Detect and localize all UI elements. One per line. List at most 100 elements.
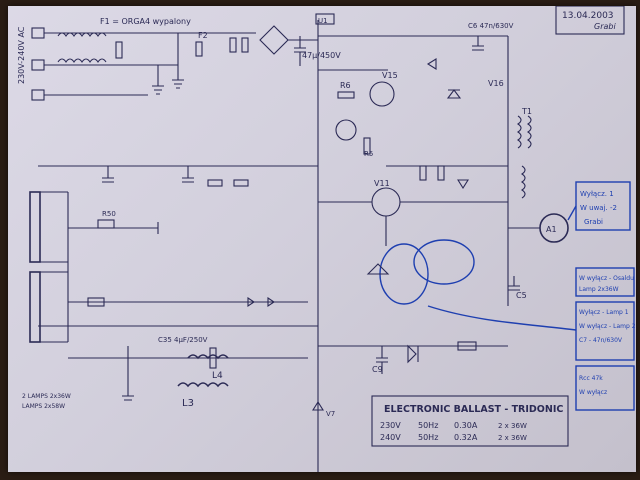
bridge-rectifier — [259, 25, 289, 55]
transistor-mosfet — [335, 119, 357, 141]
lamp-side-3: W wyłącz - Lamp 2 — [579, 323, 636, 330]
c6-label: C6 47n/630V — [468, 22, 514, 30]
title-text: ELECTRONIC BALLAST - TRIDONIC — [384, 404, 563, 415]
date-box — [555, 6, 625, 35]
t1-winding-1 — [517, 115, 522, 149]
resistor-lower-left — [87, 297, 105, 307]
row2-voltage: 240V — [380, 433, 401, 442]
lamp-side-1: W wyłącz - Osaldu — [579, 275, 634, 282]
mains-filter-coil — [57, 32, 107, 37]
resistor-chain-1 — [207, 179, 223, 187]
ground-left — [122, 346, 134, 401]
r50-label: R50 — [102, 210, 116, 218]
upper-rail — [318, 35, 508, 71]
note-arrow-a1 — [567, 205, 577, 221]
bottom-right-a: Rcc 47k — [579, 375, 603, 382]
inductor-l4 — [187, 354, 229, 360]
lamp-lower-wires — [68, 301, 308, 359]
node-u1-label: U1 — [318, 17, 328, 25]
author-text: Grabi — [594, 22, 616, 31]
mains-label: 230V-240V AC — [17, 26, 26, 84]
ground-1 — [152, 65, 164, 95]
diode-v7 — [312, 400, 324, 411]
mains-wires — [44, 32, 178, 96]
resonant-choke — [521, 165, 526, 199]
fuse-f1 — [115, 41, 123, 59]
dc-bus — [288, 20, 319, 472]
c9-label: C9 — [372, 365, 383, 374]
row1-amp: 0.30A — [454, 421, 478, 430]
circuit-diagram: 13.04.2003 Grabi 230V-240V AC F1 = ORGA4… — [17, 6, 636, 472]
t1-label: T1 — [521, 107, 532, 116]
a1-label: A1 — [546, 225, 557, 234]
highlight-circle-right — [413, 239, 475, 285]
mains-terminal-1 — [31, 27, 45, 39]
row2-amp: 0.32A — [454, 433, 478, 442]
resistor-r6 — [337, 91, 355, 99]
side-small: Lamp 2x36W — [579, 286, 619, 293]
resistor-r5 — [363, 137, 371, 155]
resistor-lower-1 — [419, 165, 427, 181]
diode-c9 — [407, 344, 419, 364]
v7-label: V7 — [326, 410, 335, 418]
cap-lamp-1 — [102, 166, 114, 183]
inductor-l3 — [177, 382, 229, 388]
zener-v16 — [446, 89, 462, 99]
v16-label: V16 — [488, 79, 504, 88]
lamp-side-4: C7 - 47n/630V — [579, 337, 623, 344]
resistor-lower-2 — [437, 165, 445, 181]
lamp-2-tube — [29, 271, 41, 343]
lower-stage-wires — [318, 165, 508, 246]
cap-c9 — [376, 346, 388, 374]
mains-filter-coil-2 — [57, 58, 107, 63]
v15-label: V15 — [382, 71, 398, 80]
schematic-paper: 13.04.2003 Grabi 230V-240V AC F1 = ORGA4… — [8, 6, 636, 472]
c5-label: C5 — [516, 291, 527, 300]
row2-hz: 50Hz — [418, 433, 438, 442]
cap-c6 — [472, 36, 484, 51]
node-u1 — [315, 13, 335, 25]
cap-lamp-2 — [182, 166, 194, 183]
diodes-row — [247, 296, 275, 308]
ground-2 — [172, 33, 184, 89]
resistor-r2 — [241, 37, 249, 53]
l4-label: L4 — [212, 371, 223, 381]
transistor-v11 — [371, 187, 401, 217]
mains-terminal-3 — [31, 89, 45, 101]
lamp-side-2: Wyłącz - Lamp 1 — [579, 309, 629, 316]
triangle-element — [366, 263, 390, 275]
fuse-f1-label: F1 = ORGA4 wypalony — [100, 17, 191, 26]
bottom-left-2: LAMPS 2x58W — [22, 403, 65, 410]
note-right-1: Wyłącz. 1 — [580, 190, 614, 198]
note-right-2: W uwaj. -2 — [580, 204, 617, 212]
lamp-mid-wire — [68, 222, 159, 234]
cap-main-label: 47µ/450V — [302, 51, 341, 60]
note-right-3: Grabi — [584, 218, 603, 226]
mains-terminal-2 — [31, 59, 45, 71]
row1-voltage: 230V — [380, 421, 401, 430]
cap-main — [294, 36, 306, 66]
resistor-r1 — [229, 37, 237, 53]
row2-lamp: 2 x 36W — [498, 434, 527, 442]
lamp-1-tube — [29, 191, 41, 263]
cap-c5 — [508, 276, 520, 291]
lamp-wires — [40, 191, 68, 343]
fuse-f2-label: F2 — [198, 31, 208, 40]
note-box-bottom-right — [575, 365, 635, 411]
resistor-vertical — [209, 347, 217, 369]
row1-lamp: 2 x 36W — [498, 422, 527, 430]
fuse-f2 — [195, 41, 203, 57]
date-text: 13.04.2003 — [562, 11, 614, 21]
v11-label: V11 — [374, 179, 390, 188]
c35-label: C35 4µF/250V — [158, 336, 208, 344]
note-box-lamps — [575, 301, 635, 361]
title-block — [371, 395, 569, 447]
t1-winding-2 — [527, 115, 532, 149]
bottom-left-1: 2 LAMPS 2x36W — [22, 393, 71, 400]
note-box-lamp-side — [575, 267, 635, 297]
lamp-bus-lines — [38, 165, 318, 342]
note-arrow-lamps — [427, 305, 577, 331]
resistor-r50 — [97, 219, 115, 229]
l3-label: L3 — [182, 398, 194, 409]
diode-top — [426, 58, 437, 70]
